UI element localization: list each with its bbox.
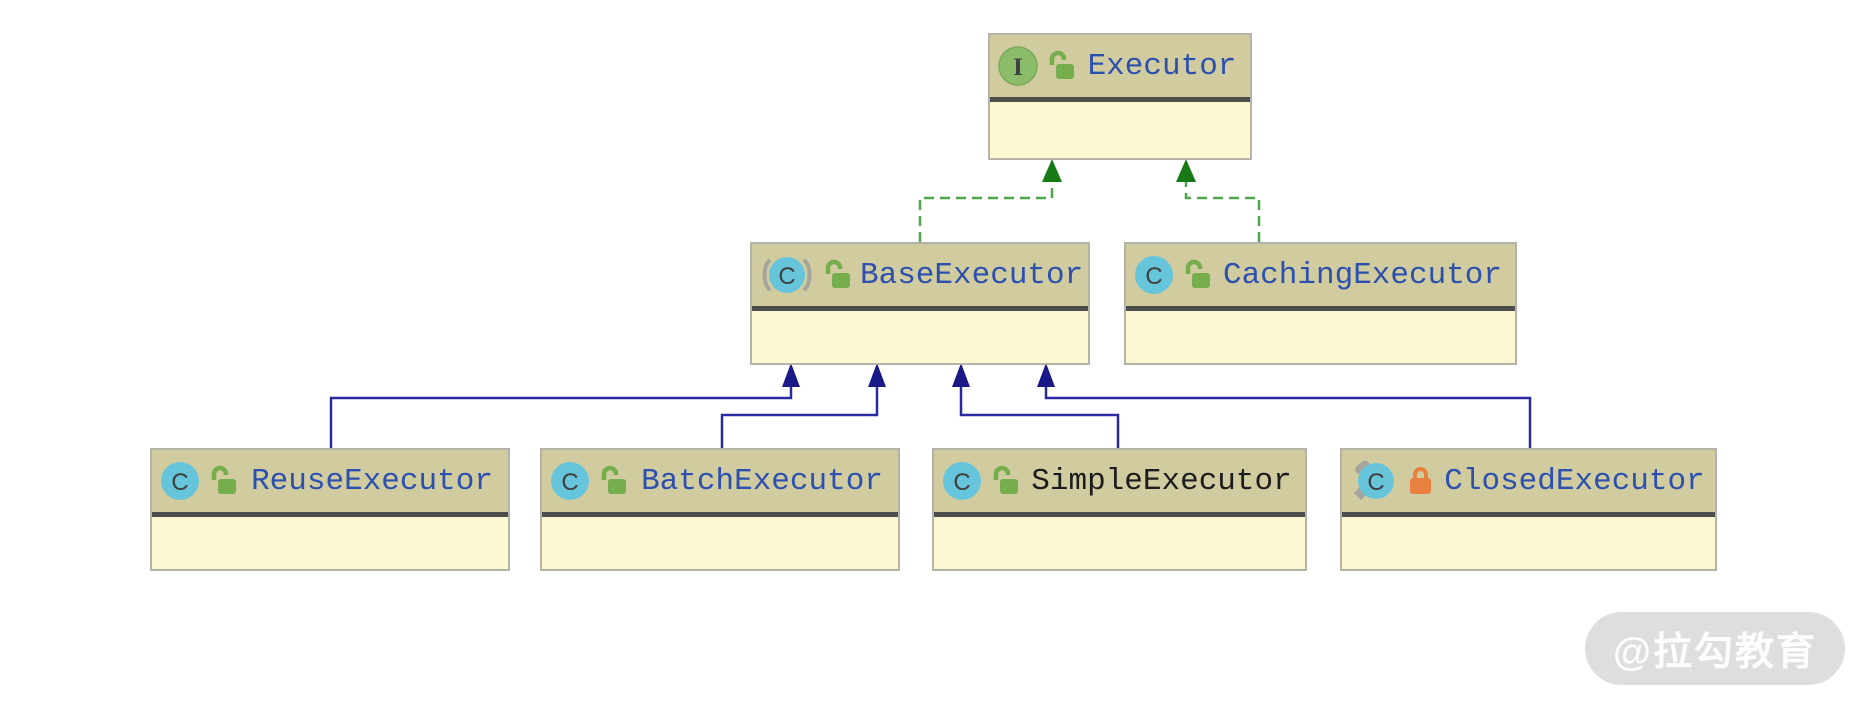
node-body [542,517,898,569]
node-header: C SimpleExecutor [934,450,1305,512]
node-header: C ClosedExecutor [1342,450,1715,512]
closed-lock-icon [1410,467,1431,494]
node-label: ReuseExecutor [251,463,493,499]
watermark-text: @拉勾教育 [1612,630,1818,674]
node-body [1342,517,1715,569]
node-separator [752,306,1088,311]
svg-text:C: C [171,469,188,496]
node-label: BaseExecutor [860,257,1084,293]
arrowhead-extends-batch [868,363,886,387]
svg-text:C: C [561,469,578,496]
node-label: Executor [1087,48,1237,84]
arrowhead-implements-right [1176,159,1196,182]
node-header: C ReuseExecutor [152,450,508,512]
arrowhead-extends-reuse [782,363,800,387]
node-label: ClosedExecutor [1444,463,1705,499]
edge-cachingexecutor-implements-executor [1184,180,1261,242]
svg-text:C: C [1145,263,1162,290]
node-separator [934,512,1305,517]
node-body [934,517,1305,569]
open-lock-icon [825,259,850,288]
edge-closedexecutor-extends-baseexecutor [1044,386,1532,448]
edge-baseexecutor-implements-executor [918,180,1054,242]
node-header: C CachingExecutor [1126,244,1515,306]
class-icon: C [943,462,981,500]
svg-text:C: C [1367,469,1384,496]
class-node-batch-executor[interactable]: C BatchExecutor [540,448,900,571]
node-separator [1342,512,1715,517]
open-lock-icon [1185,259,1210,288]
edge-reuseexecutor-extends-baseexecutor [329,386,793,448]
node-header: I Executor [990,35,1250,97]
open-lock-icon [601,465,626,494]
node-body [990,102,1250,158]
open-lock-icon [1049,50,1074,79]
inner-class-icon: C [1353,460,1394,501]
node-body [1126,311,1515,363]
interface-icon: I [998,46,1038,86]
class-node-closed-executor[interactable]: C ClosedExecutor [1340,448,1717,571]
node-header: C BaseExecutor [752,244,1088,306]
node-label: SimpleExecutor [1031,463,1292,499]
node-body [152,517,508,569]
node-separator [990,97,1250,102]
class-node-executor[interactable]: I Executor [988,33,1252,160]
edge-simpleexecutor-extends-baseexecutor [959,386,1120,448]
svg-text:I: I [1013,54,1023,81]
class-node-caching-executor[interactable]: C CachingExecutor [1124,242,1517,365]
open-lock-icon [993,465,1018,494]
class-node-reuse-executor[interactable]: C ReuseExecutor [150,448,510,571]
arrowhead-extends-closed [1037,363,1055,387]
svg-text:C: C [953,469,970,496]
abstract-class-icon: C [762,257,812,293]
node-label: CachingExecutor [1222,257,1503,293]
class-icon: C [161,462,199,500]
node-separator [1126,306,1515,311]
arrowhead-implements-left [1042,159,1062,182]
class-icon: C [551,462,589,500]
open-lock-icon [211,465,236,494]
watermark-badge: @拉勾教育 [1585,612,1845,685]
class-node-base-executor[interactable]: C BaseExecutor [750,242,1090,365]
svg-text:C: C [778,263,795,290]
node-separator [152,512,508,517]
arrowhead-extends-simple [952,363,970,387]
edge-batchexecutor-extends-baseexecutor [720,386,879,448]
node-separator [542,512,898,517]
node-label: BatchExecutor [641,463,883,499]
class-node-simple-executor[interactable]: C SimpleExecutor [932,448,1307,571]
node-header: C BatchExecutor [542,450,898,512]
class-icon: C [1135,256,1173,294]
node-body [752,311,1088,363]
